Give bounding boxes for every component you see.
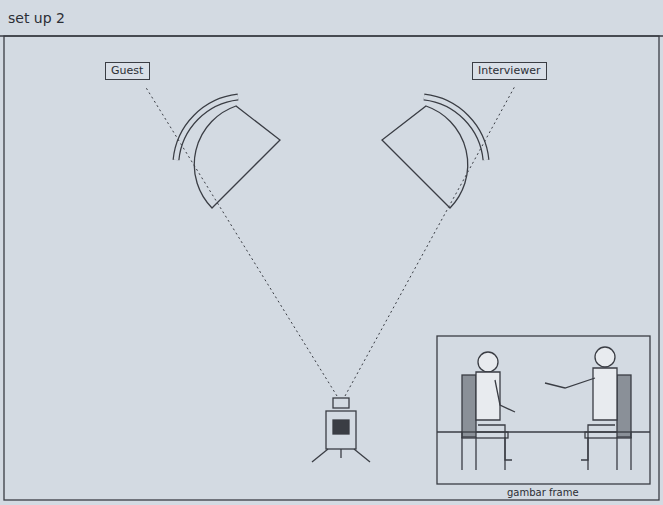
chair-seat — [194, 106, 280, 208]
diagram-title: set up 2 — [8, 10, 65, 26]
chair-seat — [382, 106, 468, 208]
guest-figure — [462, 352, 515, 470]
chair-back — [176, 97, 238, 160]
sight-line — [345, 86, 515, 396]
frame-caption: gambar frame — [507, 487, 579, 498]
outer-frame — [4, 36, 659, 500]
chair-back — [424, 97, 486, 160]
inset-frame — [437, 336, 650, 484]
person-label: Guest — [111, 64, 144, 78]
sight-line — [145, 86, 337, 396]
interviewer-figure — [545, 347, 631, 470]
chair-back — [176, 97, 238, 160]
camera-symbol — [312, 398, 370, 462]
chair-back — [424, 97, 486, 160]
person-label: Interviewer — [478, 64, 541, 78]
label-box: Interviewer — [472, 62, 547, 80]
label-box: Guest — [105, 62, 150, 80]
